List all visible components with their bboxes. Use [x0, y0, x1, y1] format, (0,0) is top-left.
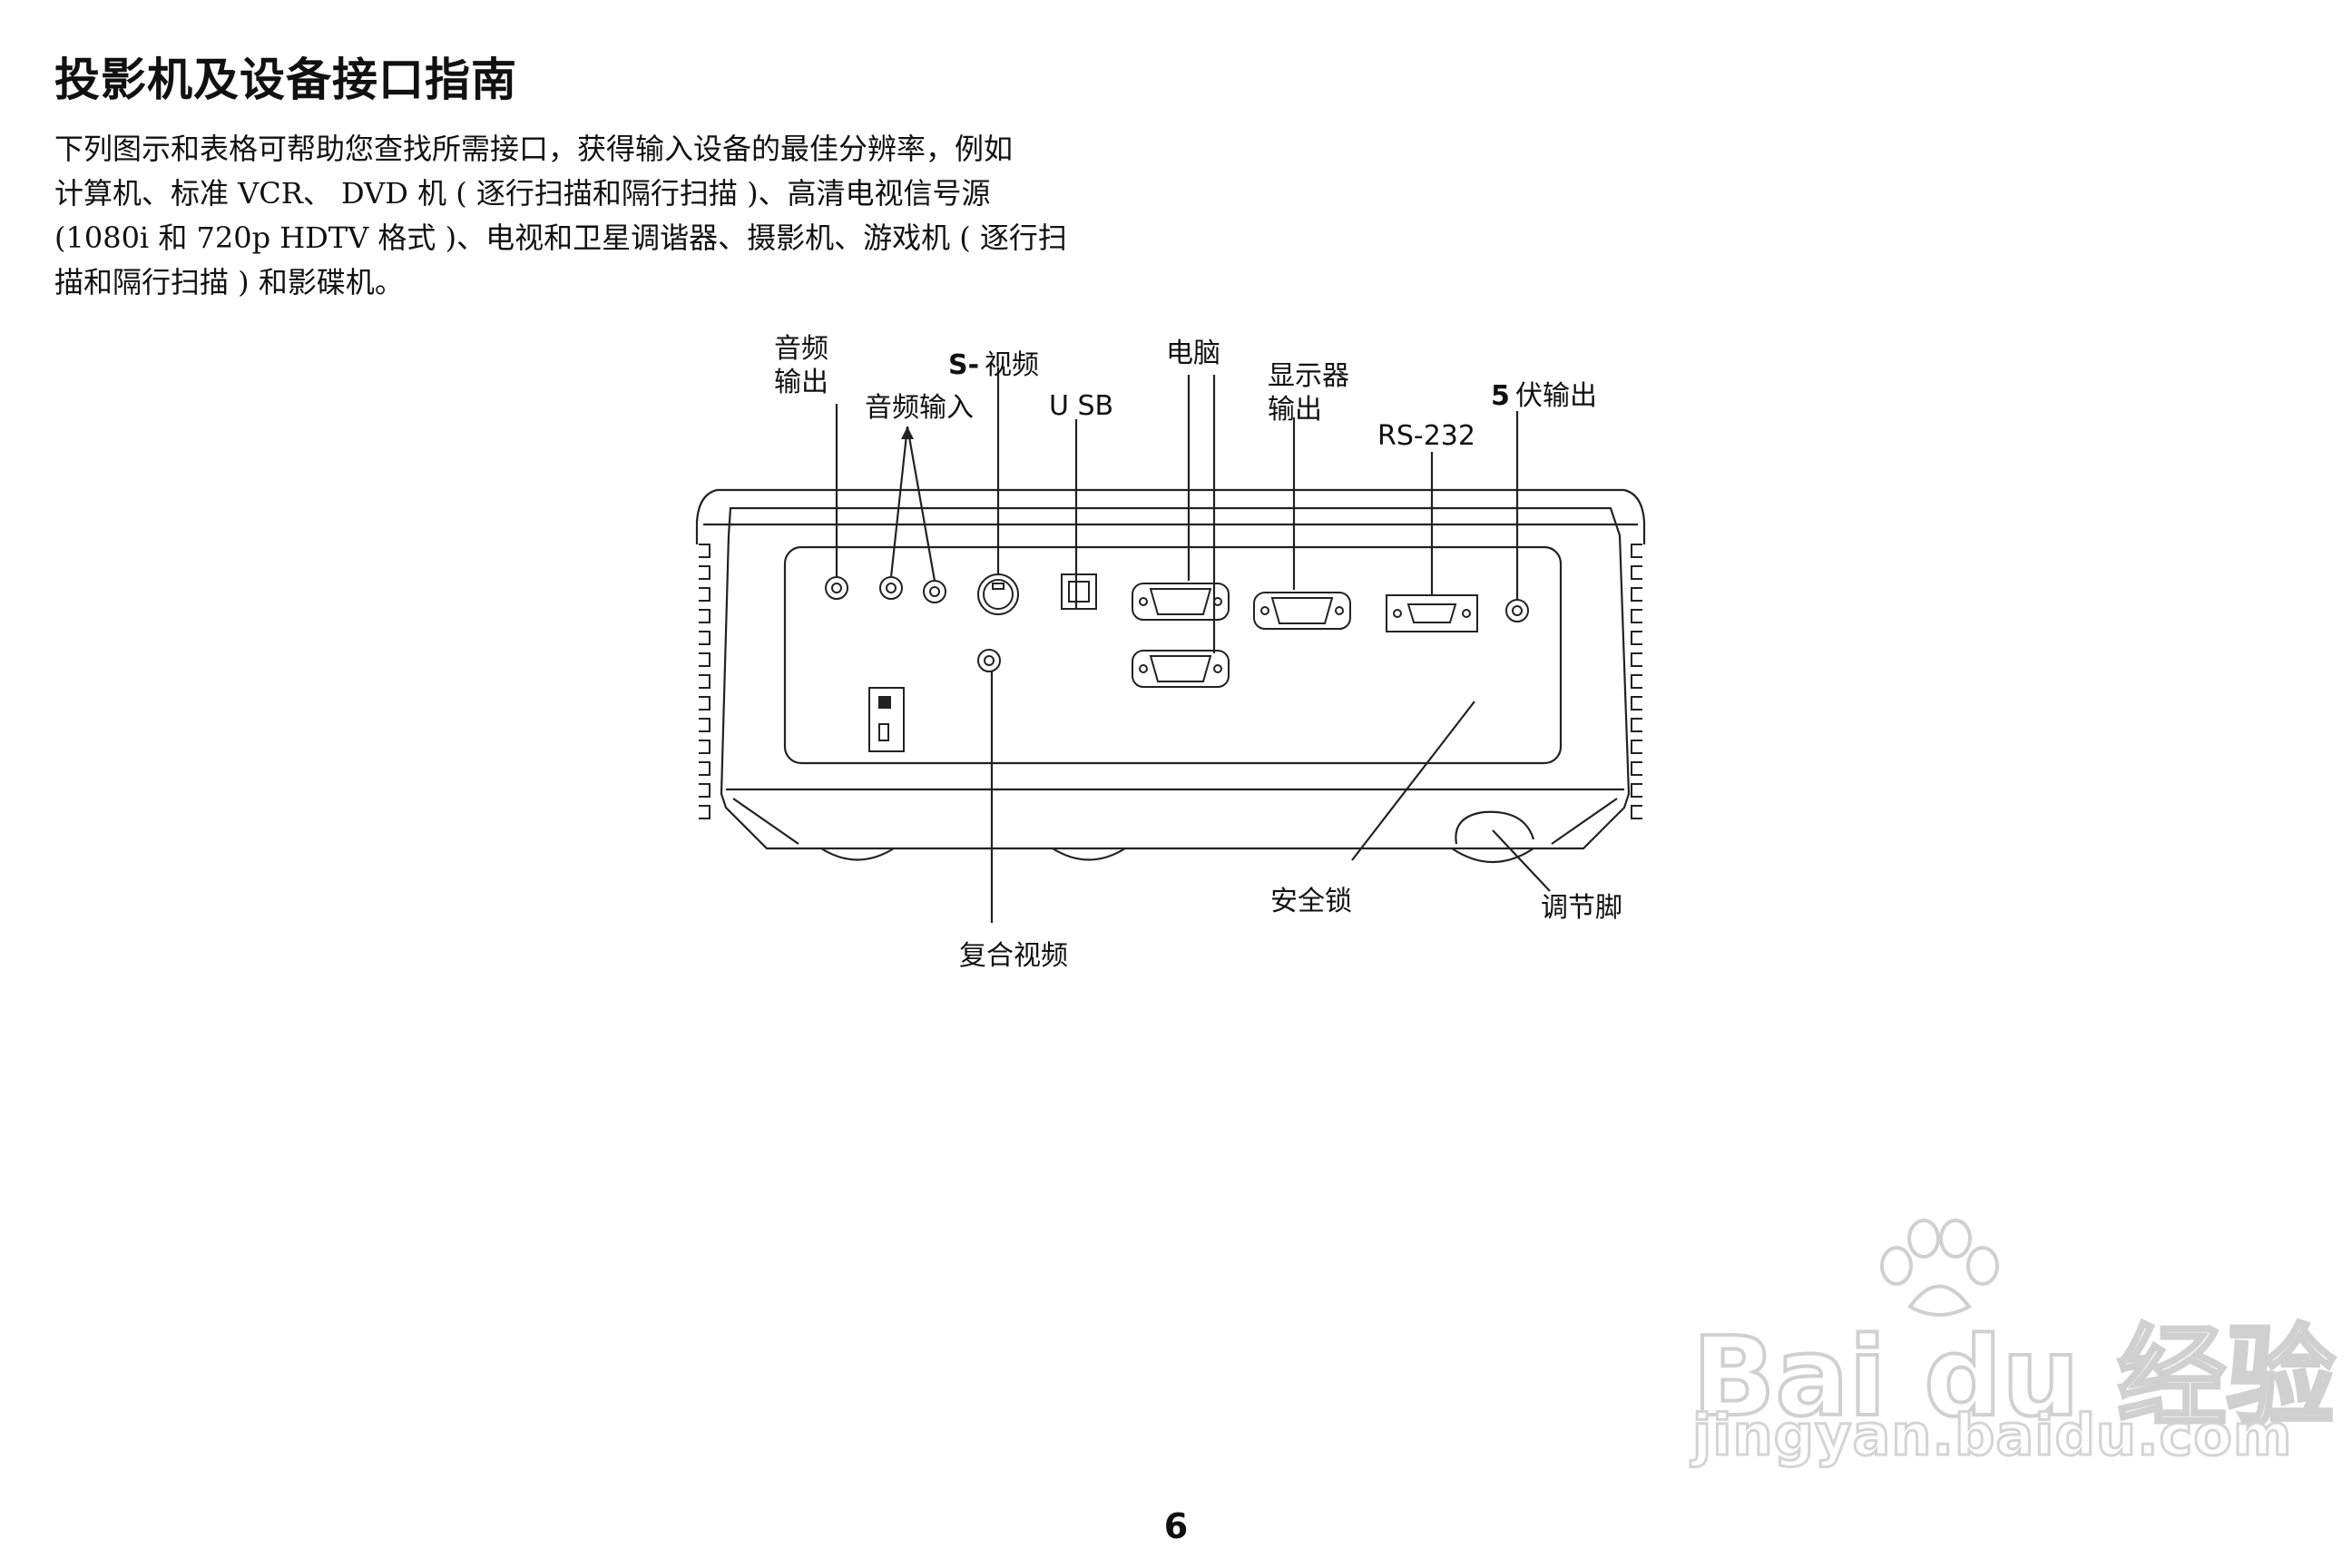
label-s-video-prefix: S- [948, 349, 979, 381]
watermark-logo: Bai du 经验 [1690, 1313, 2337, 1443]
rs232-port [1386, 594, 1478, 632]
composite-video-jack [977, 649, 1001, 672]
intro-line: (1080i 和 720p HDTV 格式 )、电视和卫星调谐器、摄影机、游戏机… [54, 220, 1067, 255]
foot-middle [1052, 848, 1126, 861]
adjust-foot-knob [1455, 810, 1535, 845]
label-security-lock: 安全锁 [1270, 886, 1352, 917]
baidu-jingyan-watermark: Bai du 经验 jingyan.baidu.com [1674, 1216, 2337, 1488]
page-title: 投影机及设备接口指南 [54, 54, 517, 106]
leader-audio-in [889, 426, 936, 582]
intro-line: 计算机、标准 VCR、 DVD 机 ( 逐行扫描和隔行扫描 )、高清电视信号源 [54, 176, 991, 211]
5v-out-jack [1505, 599, 1529, 622]
label-usb: U SB [1049, 390, 1113, 422]
label-audio-out-line1: 音频 [774, 333, 828, 365]
usb-port [1061, 573, 1097, 610]
audio-in-jack-left [879, 576, 903, 600]
monitor-out-vga-port [1253, 592, 1351, 630]
label-rs232: RS-232 [1377, 420, 1475, 452]
leader-security-lock [1351, 701, 1475, 861]
label-s-video: 视频 [985, 349, 1039, 381]
label-5v-prefix: 5 [1491, 380, 1510, 412]
s-video-port [977, 573, 1019, 615]
intro-line: 描和隔行扫描 ) 和影碟机。 [54, 265, 404, 299]
label-audio-in: 音频输入 [865, 392, 974, 424]
connector-panel [783, 545, 1563, 765]
intro-paragraph: 下列图示和表格可帮助您查找所需接口，获得输入设备的最佳分辨率，例如 计算机、标准… [54, 127, 1234, 305]
projector-body-outline [720, 506, 1631, 850]
label-audio-out-line2: 输出 [774, 367, 828, 398]
paw-icon [1880, 1219, 1999, 1317]
vent-right [1631, 544, 1642, 819]
leader-computer [1187, 375, 1216, 653]
page-number: 6 [1163, 1506, 1189, 1546]
label-composite-video: 复合视频 [959, 940, 1068, 972]
foot-right [1451, 848, 1534, 863]
security-lock-slot [868, 687, 905, 752]
label-monitor-out-line2: 输出 [1268, 394, 1322, 426]
computer-vga-port-2 [1132, 650, 1230, 688]
label-adjust-foot: 调节脚 [1541, 892, 1622, 924]
watermark-url: jingyan.baidu.com [1690, 1401, 2293, 1470]
audio-in-jack-right [923, 580, 946, 603]
label-monitor-out-line1: 显示器 [1268, 360, 1349, 392]
leader-adjust-foot [1492, 829, 1551, 892]
foot-left [820, 848, 895, 861]
label-5v-out: 伏输出 [1515, 380, 1597, 412]
vent-left [699, 544, 710, 819]
intro-line: 下列图示和表格可帮助您查找所需接口，获得输入设备的最佳分辨率，例如 [54, 132, 1014, 166]
label-computer: 电脑 [1166, 338, 1220, 369]
computer-vga-port-1 [1132, 583, 1230, 621]
audio-out-jack [825, 576, 848, 600]
